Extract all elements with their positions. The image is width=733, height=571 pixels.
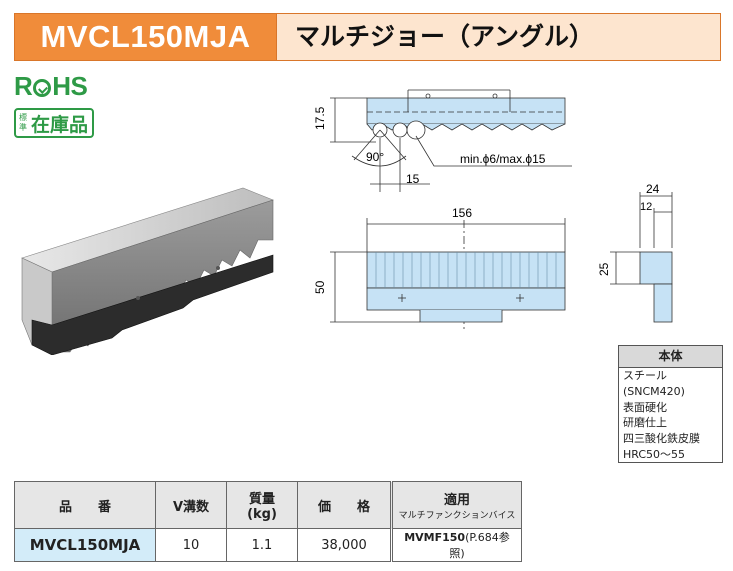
cell-applies-ref: (P.684参照) xyxy=(449,531,510,560)
rohs-badge: R HS xyxy=(14,71,88,102)
col-applies-label: 適用 xyxy=(443,493,470,508)
product-code-title: MVCL150MJA xyxy=(14,13,277,61)
cell-price: 38,000 xyxy=(297,528,392,562)
spec-header: 本体 xyxy=(619,346,722,368)
col-mass-label: 質量 xyxy=(248,492,275,507)
rohs-r: R xyxy=(14,71,33,101)
spec-line: スチール(SNCM420) xyxy=(623,369,685,398)
cell-mass: 1.1 xyxy=(226,528,298,562)
dim-side-height-label: 25 xyxy=(597,262,611,276)
stock-badge: 標準 在庫品 xyxy=(14,108,95,138)
col-mass: 質量(kg) xyxy=(226,481,298,529)
stock-label: 在庫品 xyxy=(31,113,89,136)
table-header-row: 品 番 V溝数 質量(kg) 価 格 適用マルチファンクションバイス xyxy=(14,481,522,529)
table-row: MVCL150MJA 10 1.1 38,000 MVMF150(P.684参照… xyxy=(14,528,522,562)
cell-applies-code: MVMF150 xyxy=(404,531,466,544)
rohs-hs: HS xyxy=(52,71,88,101)
spec-line: 表面硬化 xyxy=(623,400,667,414)
dim-pitch-label: 15 xyxy=(406,172,420,186)
dim-front-height-label: 50 xyxy=(313,280,327,294)
col-code: 品 番 xyxy=(14,481,156,529)
col-vgrooves: V溝数 xyxy=(155,481,227,529)
dim-height-label: 17.5 xyxy=(313,106,327,130)
spec-line: 四三酸化鉄皮膜 xyxy=(623,432,700,446)
dim-depth-total-label: 24 xyxy=(646,182,660,196)
col-applies: 適用マルチファンクションバイス xyxy=(390,481,522,529)
product-name-title: マルチジョー（アングル） xyxy=(277,13,721,61)
cell-vgrooves: 10 xyxy=(155,528,227,562)
cell-applies: MVMF150(P.684参照) xyxy=(390,528,522,562)
rohs-check-icon xyxy=(33,79,52,97)
col-price: 価 格 xyxy=(297,481,392,529)
groove-note-label: min.ϕ6/max.ϕ15 xyxy=(460,152,546,166)
spec-box: 本体 スチール(SNCM420) 表面硬化 研磨仕上 四三酸化鉄皮膜 HRC50… xyxy=(618,345,723,463)
spec-line: 研磨仕上 xyxy=(623,416,667,430)
dim-length-label: 156 xyxy=(452,206,472,220)
stock-standard-label: 標準 xyxy=(19,113,27,132)
col-mass-unit: (kg) xyxy=(247,507,277,522)
product-table: 品 番 V溝数 質量(kg) 価 格 適用マルチファンクションバイス MVCL1… xyxy=(14,481,522,562)
product-photo xyxy=(21,187,274,355)
dim-angle-label: 90° xyxy=(366,150,384,164)
cell-code: MVCL150MJA xyxy=(14,528,156,562)
spec-line: HRC50～55 xyxy=(623,447,686,461)
page-header: MVCL150MJA マルチジョー（アングル） xyxy=(14,13,721,61)
side-view-drawing: 24 12 25 xyxy=(597,182,673,323)
col-applies-sub: マルチファンクションバイス xyxy=(398,511,516,521)
technical-drawing: 17.5 90° 15 min.ϕ6/max.ϕ15 156 50 xyxy=(313,89,572,332)
dim-depth-step-label: 12 xyxy=(640,201,652,213)
